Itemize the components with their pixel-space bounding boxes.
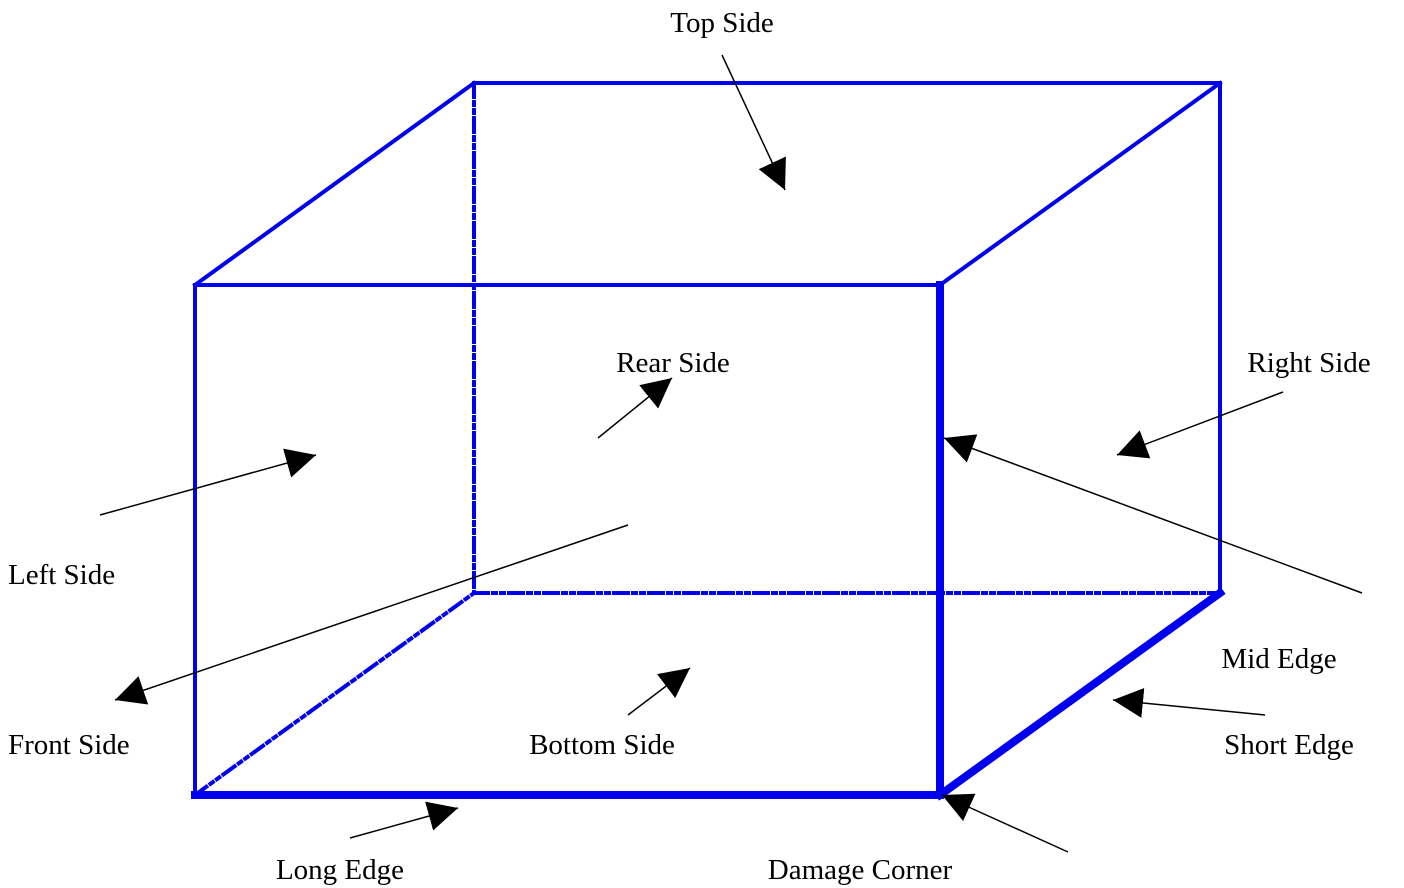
mid-edge-label: Mid Edge xyxy=(1221,643,1336,675)
right-side-label: Right Side xyxy=(1247,347,1370,379)
bottom-side-arrow xyxy=(627,667,691,716)
rear-side-arrow xyxy=(597,377,673,439)
short-edge-label: Short Edge xyxy=(1224,729,1354,761)
hidden-edge-bottom-left xyxy=(192,590,477,798)
rear-side-label: Rear Side xyxy=(616,347,730,379)
short-edge xyxy=(934,587,1226,801)
top-side-arrow xyxy=(721,54,786,191)
left-side-label: Left Side xyxy=(8,559,115,591)
mid-edge-arrow xyxy=(943,434,1363,594)
damage-corner-arrow xyxy=(941,793,1069,853)
long-edge-arrow xyxy=(349,801,459,839)
front-side-label: Front Side xyxy=(8,729,130,761)
right-side-arrow xyxy=(1116,391,1284,459)
top-left-depth-edge xyxy=(192,80,477,288)
short-edge-arrow xyxy=(1112,688,1266,718)
left-side-arrow xyxy=(99,448,317,516)
bottom-side-label: Bottom Side xyxy=(529,729,675,761)
front-side-arrow xyxy=(114,524,629,705)
damage-corner-label: Damage Corner xyxy=(768,854,953,886)
top-side-label: Top Side xyxy=(670,7,774,39)
top-right-depth-edge xyxy=(937,80,1223,288)
long-edge-label: Long Edge xyxy=(276,854,404,886)
